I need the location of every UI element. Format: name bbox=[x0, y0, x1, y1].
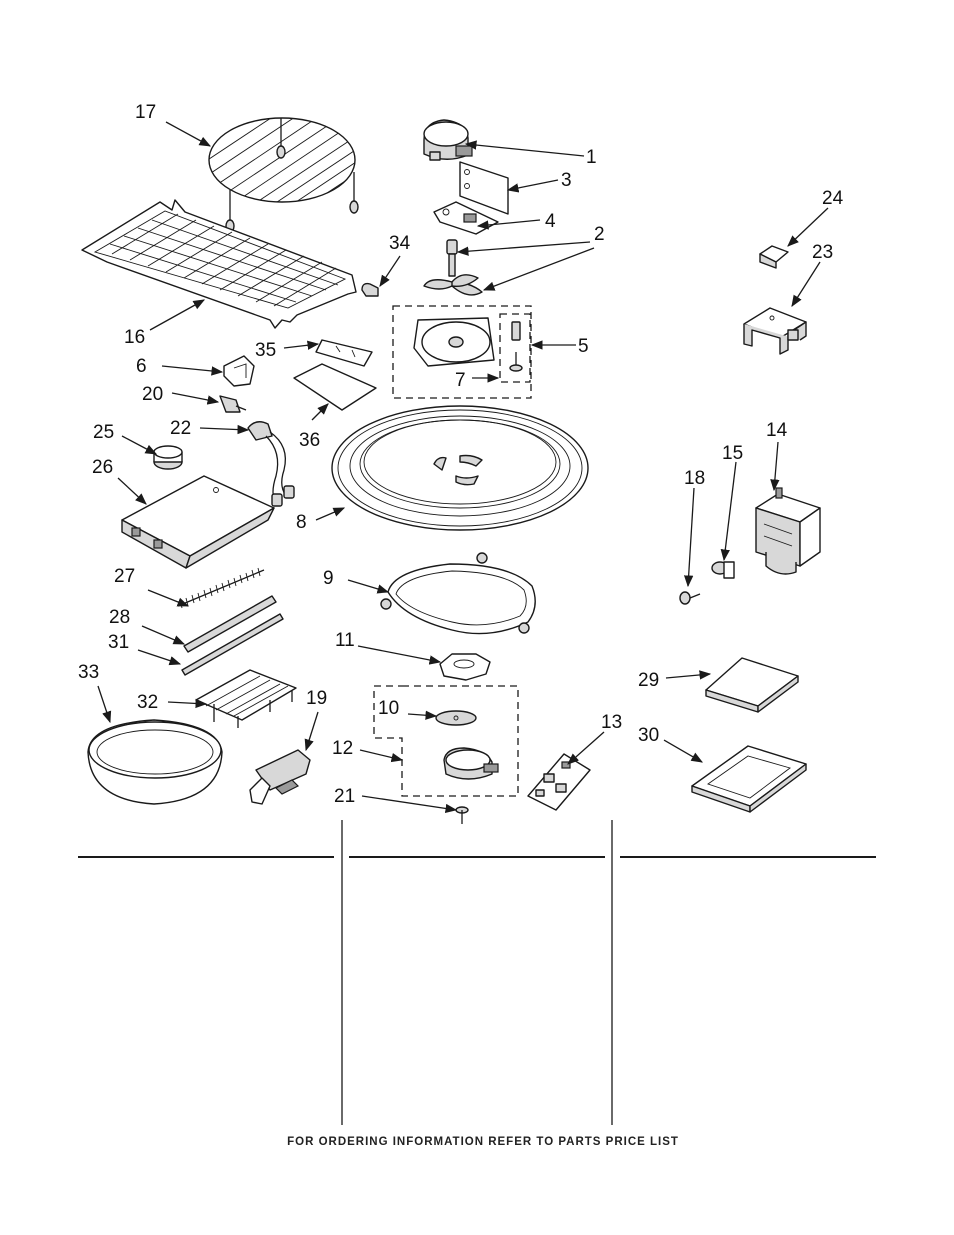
callout-32: 32 bbox=[137, 692, 158, 713]
part-7-fastener[interactable] bbox=[510, 322, 522, 371]
part-14-magnetron[interactable] bbox=[756, 488, 820, 574]
callout-14: 14 bbox=[766, 420, 788, 441]
callout-2: 2 bbox=[594, 224, 605, 245]
part-6-latch[interactable] bbox=[224, 356, 254, 386]
part-21-screw[interactable] bbox=[456, 807, 468, 824]
callout-13: 13 bbox=[601, 712, 622, 733]
part-32-grill-rack[interactable] bbox=[196, 670, 296, 728]
part-27-heater-element[interactable] bbox=[178, 568, 264, 608]
ordering-info-footer: FOR ORDERING INFORMATION REFER TO PARTS … bbox=[287, 1136, 679, 1148]
callout-20: 20 bbox=[142, 384, 163, 405]
callout-10: 10 bbox=[378, 698, 399, 719]
callout-15: 15 bbox=[722, 443, 743, 464]
part-9-roller-ring[interactable] bbox=[381, 553, 535, 634]
callout-5: 5 bbox=[578, 336, 589, 357]
callout-3: 3 bbox=[561, 170, 572, 191]
parts-list-frame bbox=[78, 820, 876, 1125]
part-5-mica-cover[interactable] bbox=[414, 318, 494, 366]
part-10-washer[interactable] bbox=[436, 711, 476, 725]
callout-29: 29 bbox=[638, 670, 659, 691]
callout-30: 30 bbox=[638, 725, 659, 746]
callout-21: 21 bbox=[334, 786, 355, 807]
part-20-fuse[interactable] bbox=[220, 396, 246, 412]
callout-19: 19 bbox=[306, 688, 327, 709]
part-13-control-board[interactable] bbox=[528, 754, 590, 810]
callout-33: 33 bbox=[78, 662, 99, 683]
callout-12: 12 bbox=[332, 738, 353, 759]
part-11-coupler[interactable] bbox=[440, 654, 490, 680]
part-3-shield-plate[interactable] bbox=[460, 162, 508, 214]
part-23-mounting-bracket[interactable] bbox=[744, 308, 806, 354]
part-36-sheet[interactable] bbox=[294, 364, 376, 410]
callout-16: 16 bbox=[124, 327, 145, 348]
part-25-thermostat[interactable] bbox=[154, 446, 182, 469]
callout-9: 9 bbox=[323, 568, 334, 589]
callout-22: 22 bbox=[170, 418, 191, 439]
callout-34: 34 bbox=[389, 233, 411, 254]
part-29-filter[interactable] bbox=[706, 658, 798, 712]
part-35-strip[interactable] bbox=[316, 340, 372, 366]
callout-36: 36 bbox=[299, 430, 320, 451]
callout-23: 23 bbox=[812, 242, 833, 263]
callout-18: 18 bbox=[684, 468, 705, 489]
part-15-thermal-cutout[interactable] bbox=[712, 562, 734, 578]
part-30-filter-frame[interactable] bbox=[692, 746, 806, 812]
part-16-rectangular-rack[interactable] bbox=[82, 200, 356, 328]
part-12-turntable-motor[interactable] bbox=[444, 748, 498, 779]
part-17-round-rack[interactable] bbox=[200, 110, 368, 232]
part-8-turntable-tray[interactable] bbox=[332, 406, 588, 530]
callout-4: 4 bbox=[545, 211, 556, 232]
part-18-screw[interactable] bbox=[680, 592, 700, 604]
callout-8: 8 bbox=[296, 512, 307, 533]
callout-28: 28 bbox=[109, 607, 130, 628]
part-24-small-bracket[interactable] bbox=[760, 246, 788, 268]
callout-25: 25 bbox=[93, 422, 114, 443]
callout-6: 6 bbox=[136, 356, 147, 377]
part-1-fan-motor[interactable] bbox=[424, 120, 472, 160]
callout-7: 7 bbox=[455, 370, 466, 391]
callout-35: 35 bbox=[255, 340, 276, 361]
callout-26: 26 bbox=[92, 457, 113, 478]
part-34-clip[interactable] bbox=[362, 284, 378, 296]
callout-27: 27 bbox=[114, 566, 135, 587]
callout-24: 24 bbox=[822, 188, 844, 209]
callout-1: 1 bbox=[586, 147, 597, 168]
part-22-wire-harness[interactable] bbox=[248, 422, 294, 506]
callout-17: 17 bbox=[135, 102, 156, 123]
callout-11: 11 bbox=[335, 630, 355, 651]
part-26-cover[interactable] bbox=[122, 476, 274, 568]
callout-31: 31 bbox=[108, 632, 129, 653]
part-2-fan-blade-and-shaft[interactable] bbox=[424, 240, 482, 295]
part-33-crisper-pan[interactable] bbox=[88, 720, 222, 804]
part-19-handle[interactable] bbox=[250, 750, 310, 804]
